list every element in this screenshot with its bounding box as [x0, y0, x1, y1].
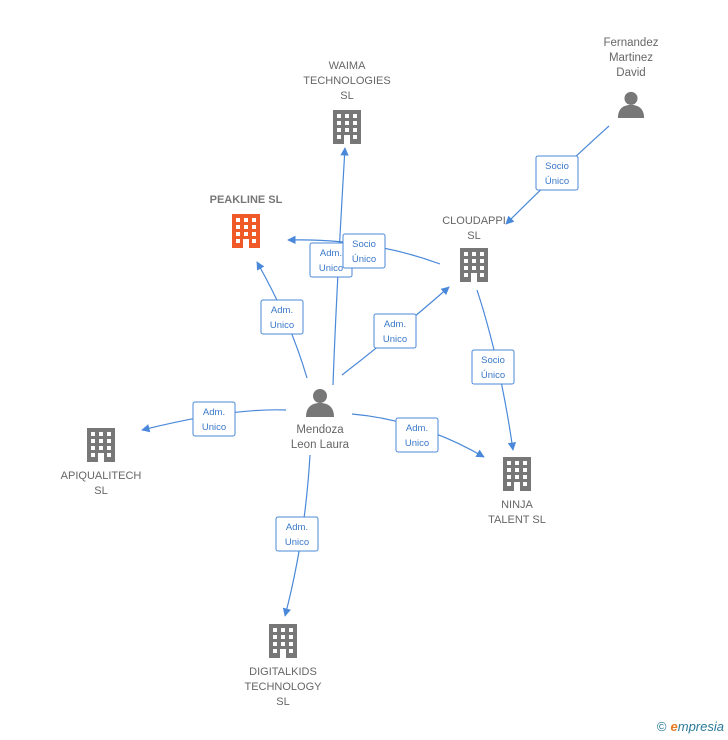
- empresia-logo[interactable]: empresia: [671, 719, 724, 734]
- node-label: NINJA: [501, 499, 533, 511]
- edge-label-text: Adm.: [406, 423, 428, 434]
- edge-label-box: [192, 401, 236, 437]
- node-cloudappi[interactable]: CLOUDAPPI SL: [442, 215, 506, 282]
- edge-label-box: [471, 349, 515, 385]
- edge-label-mendoza-ninja[interactable]: Adm. Unico: [395, 417, 439, 453]
- node-label: TECHNOLOGY: [244, 681, 322, 693]
- building-icon: [333, 110, 361, 144]
- edge-label-mendoza-digitalkids[interactable]: Adm. Unico: [275, 516, 319, 552]
- node-label: SL: [467, 230, 480, 242]
- node-label: TECHNOLOGIES: [303, 75, 390, 87]
- edge-label-text: Adm.: [384, 319, 406, 330]
- edge-label-text: Unico: [383, 334, 407, 345]
- edge-labels-layer: Adm.UnicoAdm.UnicoSocioÚnicoSocioÚnicoAd…: [192, 155, 579, 552]
- edge-label-text: Adm.: [271, 305, 293, 316]
- node-waima[interactable]: WAIMA TECHNOLOGIES SL: [303, 60, 391, 144]
- person-icon: [306, 389, 334, 417]
- edge-label-text: Adm.: [286, 522, 308, 533]
- building-icon: [503, 457, 531, 491]
- node-label: SL: [94, 485, 107, 497]
- edge-label-text: Unico: [405, 438, 429, 449]
- node-digitalkids[interactable]: DIGITALKIDS TECHNOLOGY SL: [244, 624, 322, 708]
- node-label: SL: [340, 90, 353, 102]
- edge-label-text: Adm.: [203, 407, 225, 418]
- node-label: David: [616, 67, 645, 79]
- edge-mendoza-waima: [332, 147, 349, 386]
- edge-label-box: [373, 313, 417, 349]
- edge-label-box: [275, 516, 319, 552]
- node-label: CLOUDAPPI: [442, 215, 506, 227]
- brand-name: mpresia: [677, 719, 724, 734]
- node-label: SL: [276, 696, 289, 708]
- building-icon: [269, 624, 297, 658]
- edge-label-text: Único: [545, 176, 569, 187]
- building-icon: [460, 248, 488, 282]
- node-apiqualitech[interactable]: APIQUALITECH SL: [61, 428, 142, 497]
- edge-label-text: Socio: [352, 239, 376, 250]
- edge-label-text: Unico: [202, 422, 226, 433]
- node-label: Martinez: [609, 52, 653, 64]
- edge-label-box: [535, 155, 579, 191]
- footer-brand: © empresia: [657, 719, 724, 734]
- edge-label-text: Socio: [545, 161, 569, 172]
- edge-label-box: [342, 233, 386, 269]
- node-label: APIQUALITECH: [61, 470, 142, 482]
- edge-label-mendoza-apiqualitech[interactable]: Adm. Unico: [192, 401, 236, 437]
- node-label: TALENT SL: [488, 514, 546, 526]
- building-icon: [87, 428, 115, 462]
- brand-initial: e: [670, 719, 678, 734]
- edge-label-text: Socio: [481, 355, 505, 366]
- node-label: WAIMA: [329, 60, 367, 72]
- edge-label-box: [395, 417, 439, 453]
- person-icon: [617, 91, 645, 118]
- node-label: Fernandez: [604, 37, 659, 49]
- node-peakline[interactable]: PEAKLINE SL: [210, 194, 283, 248]
- edge-label-mendoza-peakline[interactable]: Adm. Unico: [260, 299, 304, 335]
- copyright-symbol: ©: [656, 719, 667, 734]
- node-label: PEAKLINE SL: [210, 194, 283, 206]
- nodes-layer: WAIMA TECHNOLOGIES SL PEAKLINE SL CLOUDAPPI S…: [61, 37, 659, 708]
- edge-label-text: Único: [481, 370, 505, 381]
- node-label: Leon Laura: [291, 439, 350, 451]
- edge-label-text: Unico: [285, 537, 309, 548]
- node-label: DIGITALKIDS: [249, 666, 317, 678]
- edge-label-text: Único: [352, 254, 376, 265]
- edge-label-text: Adm.: [320, 248, 342, 259]
- edge-label-box: [260, 299, 304, 335]
- edge-label-text: Unico: [270, 320, 294, 331]
- edge-label-text: Unico: [319, 263, 343, 274]
- edge-label-mendoza-cloudappi[interactable]: Adm. Unico: [373, 313, 417, 349]
- node-label: Mendoza: [296, 424, 344, 436]
- building-icon: [232, 214, 260, 248]
- node-ninja[interactable]: NINJA TALENT SL: [488, 457, 546, 526]
